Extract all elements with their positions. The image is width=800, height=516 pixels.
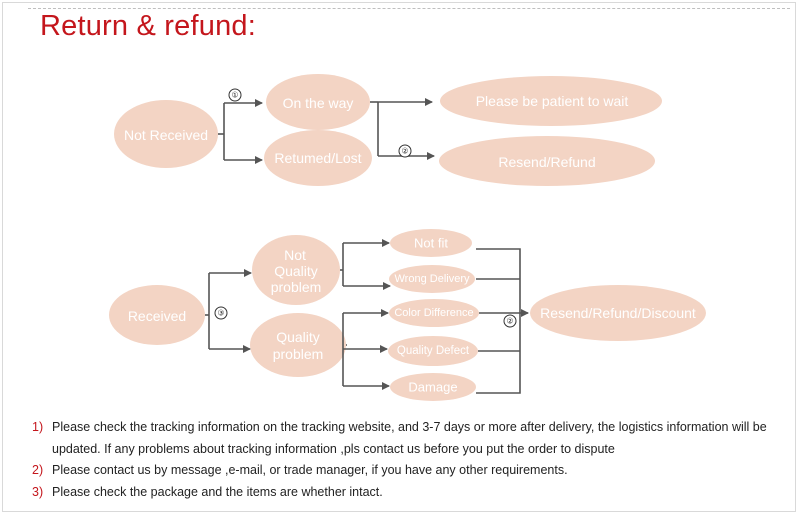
step-marker-4-circle <box>503 314 517 328</box>
note-item: 3) Please check the package and the item… <box>32 482 782 504</box>
notes-list: 1) Please check the tracking information… <box>32 417 782 503</box>
step-marker-1: ① <box>231 91 238 100</box>
step-marker-2-circle <box>398 144 412 158</box>
node-damage <box>390 373 476 401</box>
return-refund-flowchart: ① ② ③ ② Not Received On the way Retumed/… <box>109 74 706 401</box>
label-damage: Damage <box>408 380 457 395</box>
note-text: Please check the package and the items a… <box>52 484 383 499</box>
note-item: 2) Please contact us by message ,e-mail,… <box>32 460 782 482</box>
label-not-quality-line3: problem <box>271 279 322 295</box>
label-color-difference: Color Difference <box>394 307 473 319</box>
node-received <box>109 285 205 345</box>
node-quality-problem <box>250 313 346 377</box>
note-text: Please contact us by message ,e-mail, or… <box>52 463 568 477</box>
label-quality-defect: Quality Defect <box>397 345 470 357</box>
node-please-be-patient <box>440 76 662 126</box>
step-marker-1-circle <box>228 88 242 102</box>
step-marker-4: ② <box>506 317 513 326</box>
label-returned-lost: Retumed/Lost <box>274 150 361 166</box>
node-not-received <box>114 100 218 168</box>
step-marker-3-circle <box>214 306 228 320</box>
label-quality-line2: problem <box>273 346 324 362</box>
node-quality-defect <box>388 336 478 366</box>
label-quality-line1: Quality <box>276 329 320 345</box>
note-item: 1) Please check the tracking information… <box>32 417 782 460</box>
step-marker-3: ③ <box>217 309 224 318</box>
note-number: 3) <box>32 484 44 499</box>
node-color-difference <box>389 299 479 327</box>
node-resend-refund <box>439 136 655 186</box>
note-text: Please check the tracking information on… <box>52 420 767 456</box>
title-divider <box>28 8 790 9</box>
node-resend-refund-discount <box>530 285 706 341</box>
note-number: 1) <box>32 420 44 434</box>
node-wrong-delivery <box>389 265 475 293</box>
label-received: Received <box>128 308 186 324</box>
step-marker-2: ② <box>401 147 408 156</box>
label-on-the-way: On the way <box>283 95 354 111</box>
label-wrong-delivery: Wrong Delivery <box>395 273 470 285</box>
page-title: Return & refund: <box>40 10 256 42</box>
label-resend-refund-discount: Resend/Refund/Discount <box>540 305 696 321</box>
node-not-quality-problem <box>252 235 340 305</box>
label-not-fit: Not fit <box>414 236 448 251</box>
label-resend-refund: Resend/Refund <box>498 154 595 170</box>
label-please-be-patient: Please be patient to wait <box>476 93 629 109</box>
label-not-received: Not Received <box>124 127 208 143</box>
note-number: 2) <box>32 463 44 477</box>
label-not-quality-line2: Quality <box>274 263 318 279</box>
node-on-the-way <box>266 74 370 130</box>
node-not-fit <box>390 229 472 257</box>
label-not-quality-line1: Not <box>284 247 306 263</box>
node-returned-lost <box>264 130 372 186</box>
connector-issues-merge <box>476 248 521 394</box>
